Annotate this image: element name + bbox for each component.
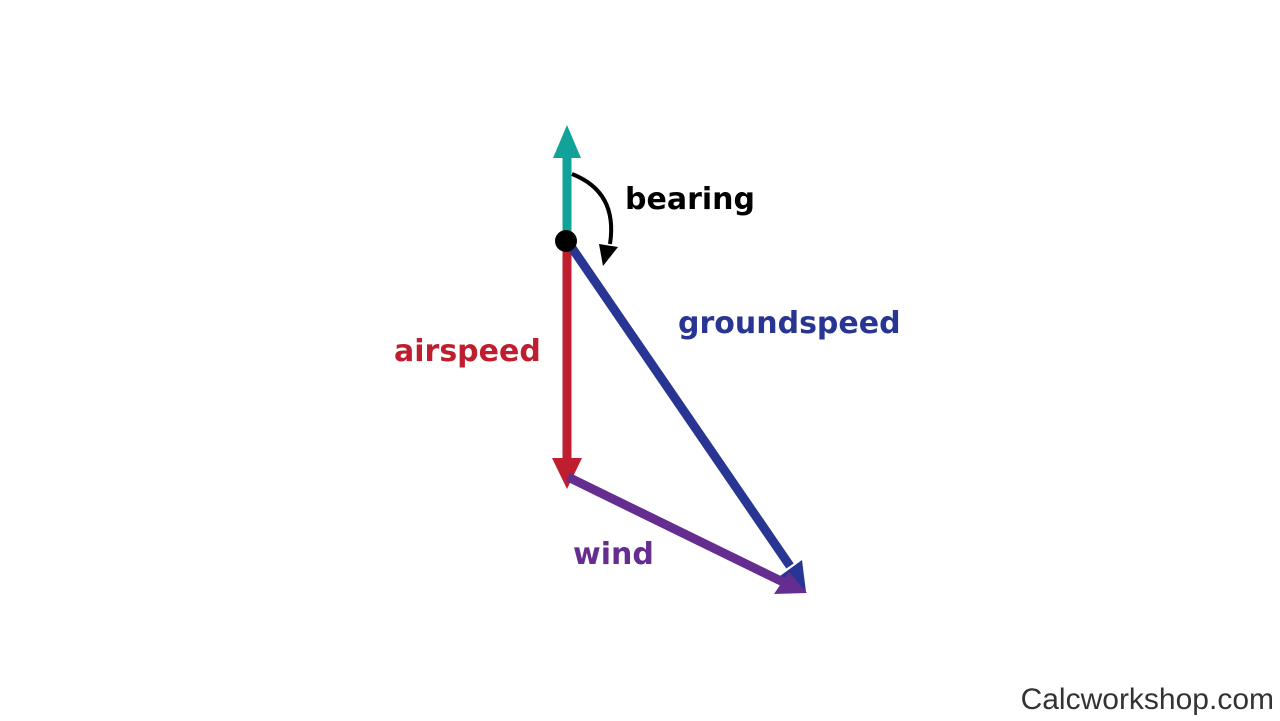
- airspeed-arrow: [552, 242, 582, 489]
- groundspeed-label: groundspeed: [678, 306, 901, 341]
- bearing-arc-arrow: [571, 172, 618, 266]
- wind-arrow: [566, 472, 807, 594]
- origin-point: [555, 230, 577, 252]
- footer-brand: Calcworkshop.com: [1020, 683, 1274, 716]
- airspeed-label: airspeed: [394, 334, 541, 369]
- bearing-label: bearing: [625, 182, 755, 217]
- wind-label: wind: [573, 537, 654, 572]
- north-arrow: [553, 125, 581, 235]
- groundspeed-arrow: [566, 242, 806, 592]
